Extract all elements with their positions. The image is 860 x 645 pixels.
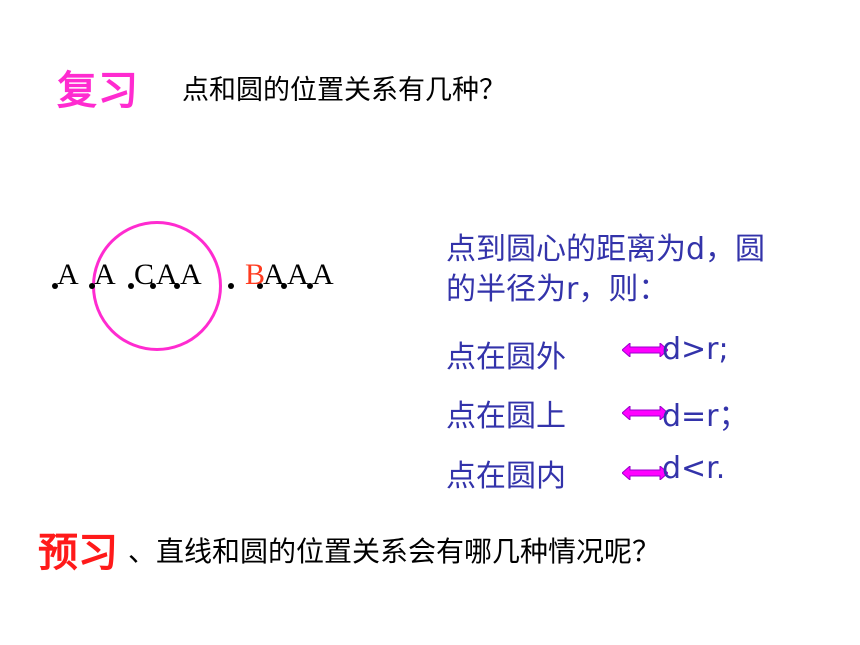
point-dot: [281, 283, 287, 289]
double-arrow-icon: [622, 466, 668, 480]
explanation-line-1: 点到圆心的距离为d，圆: [446, 232, 766, 267]
point-label: A: [156, 258, 178, 291]
point-dot: [52, 283, 58, 289]
point-label: A: [57, 258, 79, 291]
point-label: C: [134, 258, 155, 291]
point-label: A: [312, 258, 334, 291]
preview-label: 预习: [38, 530, 118, 576]
point-label: A: [287, 258, 309, 291]
relation-label-on: 点在圆上: [446, 399, 566, 434]
preview-question: 、直线和圆的位置关系会有哪几种情况呢？: [128, 535, 661, 568]
point-label: A: [263, 258, 285, 291]
explanation-line-2: 的半径为r，则：: [446, 272, 669, 307]
explanation-text: 点到圆心的距离为d，圆 的半径为r，则：: [446, 230, 765, 310]
point-label-b: B: [245, 258, 266, 291]
point-dot: [257, 283, 263, 289]
double-arrow-icon: [622, 406, 668, 420]
relation-formula-inside: d<r.: [662, 451, 726, 486]
point-dot: [228, 283, 234, 289]
relation-formula-on: d=r；: [662, 399, 749, 434]
relation-label-inside: 点在圆内: [446, 459, 566, 494]
review-question: 点和圆的位置关系有几种？: [182, 75, 506, 106]
point-label: A: [94, 258, 116, 291]
review-label: 复习: [57, 68, 139, 114]
relation-formula-outside: d>r;: [662, 332, 729, 367]
point-dot: [174, 283, 180, 289]
double-arrow-icon: [622, 343, 668, 357]
point-label: A: [180, 258, 202, 291]
point-dot: [307, 283, 313, 289]
relation-label-outside: 点在圆外: [446, 340, 566, 375]
point-dot: [150, 283, 156, 289]
point-dot: [128, 283, 134, 289]
point-dot: [89, 283, 95, 289]
